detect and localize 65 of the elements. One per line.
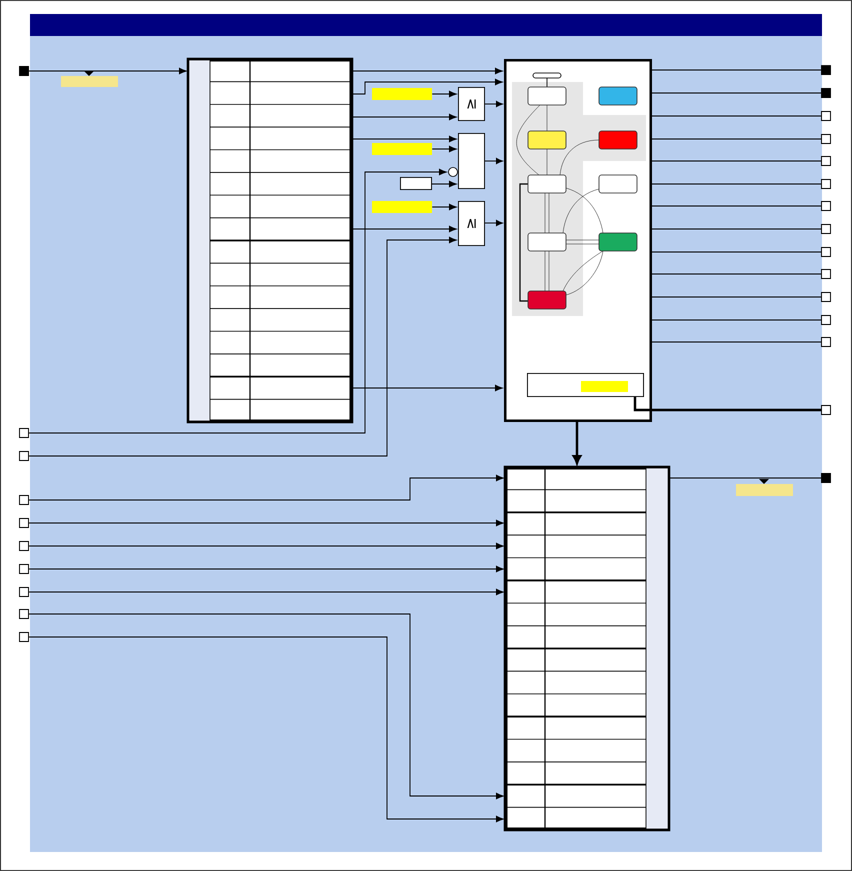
connector-line	[634, 397, 822, 412]
arrow	[28, 636, 504, 822]
port-square	[19, 428, 29, 438]
port-square	[821, 201, 831, 211]
highlight-box	[372, 143, 432, 155]
arrow	[28, 474, 504, 500]
port-square	[821, 134, 831, 144]
table-block	[186, 58, 354, 424]
arrow	[484, 158, 503, 164]
port-square	[19, 495, 29, 505]
arrow	[28, 588, 504, 596]
highlight-box	[372, 88, 432, 100]
arrow	[352, 78, 503, 94]
port-square	[821, 337, 831, 347]
arrow	[432, 180, 457, 188]
port-square	[19, 451, 29, 461]
port-square	[821, 405, 831, 415]
arrow	[432, 146, 457, 152]
port-square	[19, 632, 29, 642]
connector-line	[652, 138, 822, 140]
arrow	[352, 226, 457, 232]
port-square	[821, 65, 831, 75]
arrow	[352, 114, 457, 120]
arrow	[28, 520, 504, 526]
port-square	[821, 292, 831, 302]
port-square	[19, 564, 29, 574]
arrow	[432, 204, 457, 210]
arrow	[352, 136, 457, 142]
arrow	[352, 68, 503, 74]
port-square	[821, 473, 831, 483]
logic-gate: ≥	[458, 87, 485, 121]
highlight-box	[372, 201, 432, 213]
port-square	[821, 111, 831, 121]
arrow	[28, 566, 504, 572]
arrow	[28, 68, 187, 74]
port-square	[19, 541, 29, 551]
arrow	[28, 236, 457, 456]
arrow	[28, 614, 504, 800]
port-square	[821, 269, 831, 279]
port-square	[19, 66, 29, 76]
logic-gate: ≥	[458, 201, 485, 246]
arrow	[28, 542, 504, 550]
arrow	[28, 168, 447, 434]
connector-line	[652, 92, 822, 94]
port-square	[821, 247, 831, 257]
connector-line	[652, 228, 822, 230]
arrow	[352, 384, 503, 392]
port-square	[19, 587, 29, 597]
connector-line	[652, 160, 822, 162]
port-square	[19, 609, 29, 619]
port-square	[821, 156, 831, 166]
port-square	[821, 88, 831, 98]
arrow	[484, 100, 503, 108]
input-box	[400, 177, 432, 190]
logic-gate	[448, 133, 485, 189]
port-square	[19, 518, 29, 528]
connector-line	[652, 296, 822, 298]
port-square	[821, 179, 831, 189]
arrow	[572, 422, 582, 464]
arrow	[432, 90, 457, 98]
parameter-box	[527, 373, 644, 397]
port-square	[821, 315, 831, 325]
arrow	[484, 220, 503, 226]
port-square	[821, 224, 831, 234]
table-block	[504, 466, 670, 832]
